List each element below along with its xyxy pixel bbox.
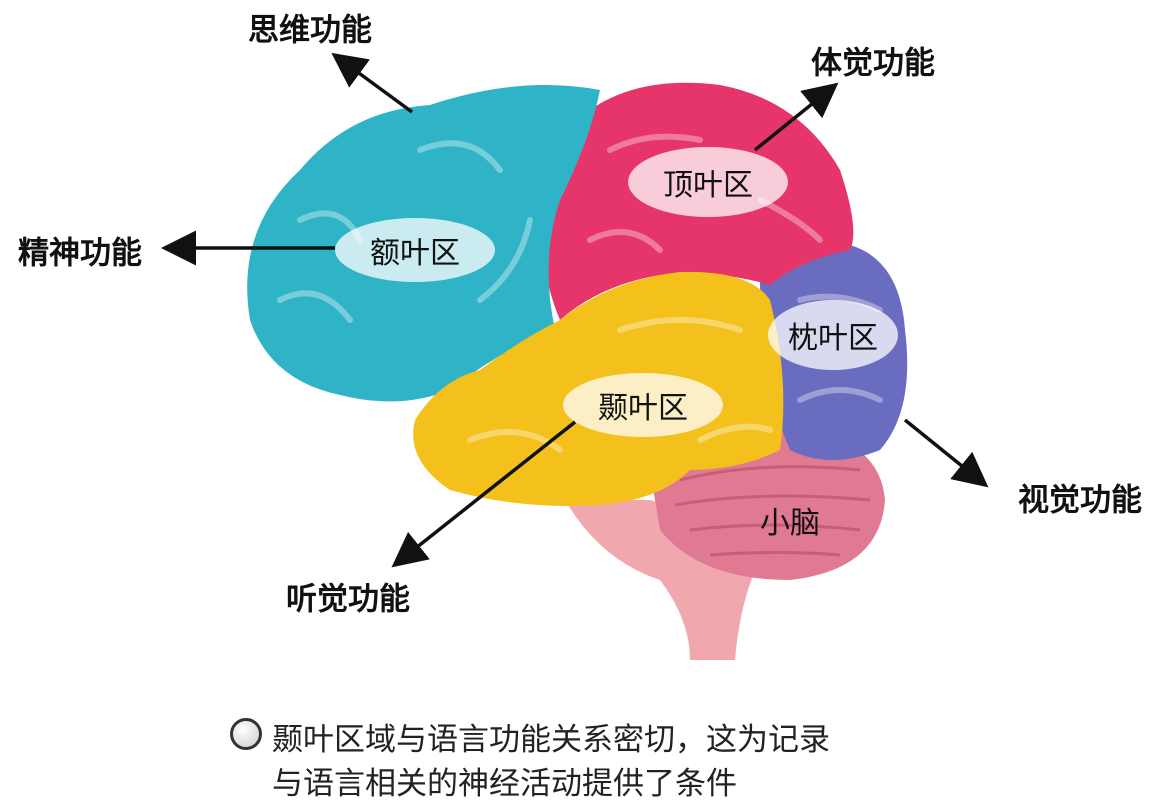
function-label-thinking: 思维功能 xyxy=(248,12,372,49)
function-label-visual: 视觉功能 xyxy=(1018,482,1142,519)
function-label-somatosensory: 体觉功能 xyxy=(811,45,935,82)
lobe-label-parietal: 顶叶区 xyxy=(663,168,753,203)
lobe-label-temporal: 颞叶区 xyxy=(598,391,688,426)
lobe-label-frontal: 额叶区 xyxy=(370,236,460,271)
arrow-visual xyxy=(903,418,989,488)
arrow-thinking xyxy=(331,52,414,114)
caption-line-2: 与语言相关的神经活动提供了条件 xyxy=(272,766,737,802)
function-label-mental: 精神功能 xyxy=(18,235,142,272)
lobe-label-cerebellum: 小脑 xyxy=(760,506,820,541)
lobe-label-occipital: 枕叶区 xyxy=(788,321,878,356)
function-label-auditory: 听觉功能 xyxy=(286,581,410,618)
arrow-auditory xyxy=(391,420,577,568)
frontal-label-bg xyxy=(335,218,495,282)
parietal-label-bg xyxy=(628,147,788,217)
caption-line-1: 颞叶区域与语言功能关系密切，这为记录 xyxy=(272,722,830,758)
arrow-somatosensory xyxy=(753,82,839,152)
occipital-label-bg xyxy=(768,300,898,370)
bullet-circle-icon xyxy=(230,718,262,750)
temporal-label-bg xyxy=(563,373,723,437)
